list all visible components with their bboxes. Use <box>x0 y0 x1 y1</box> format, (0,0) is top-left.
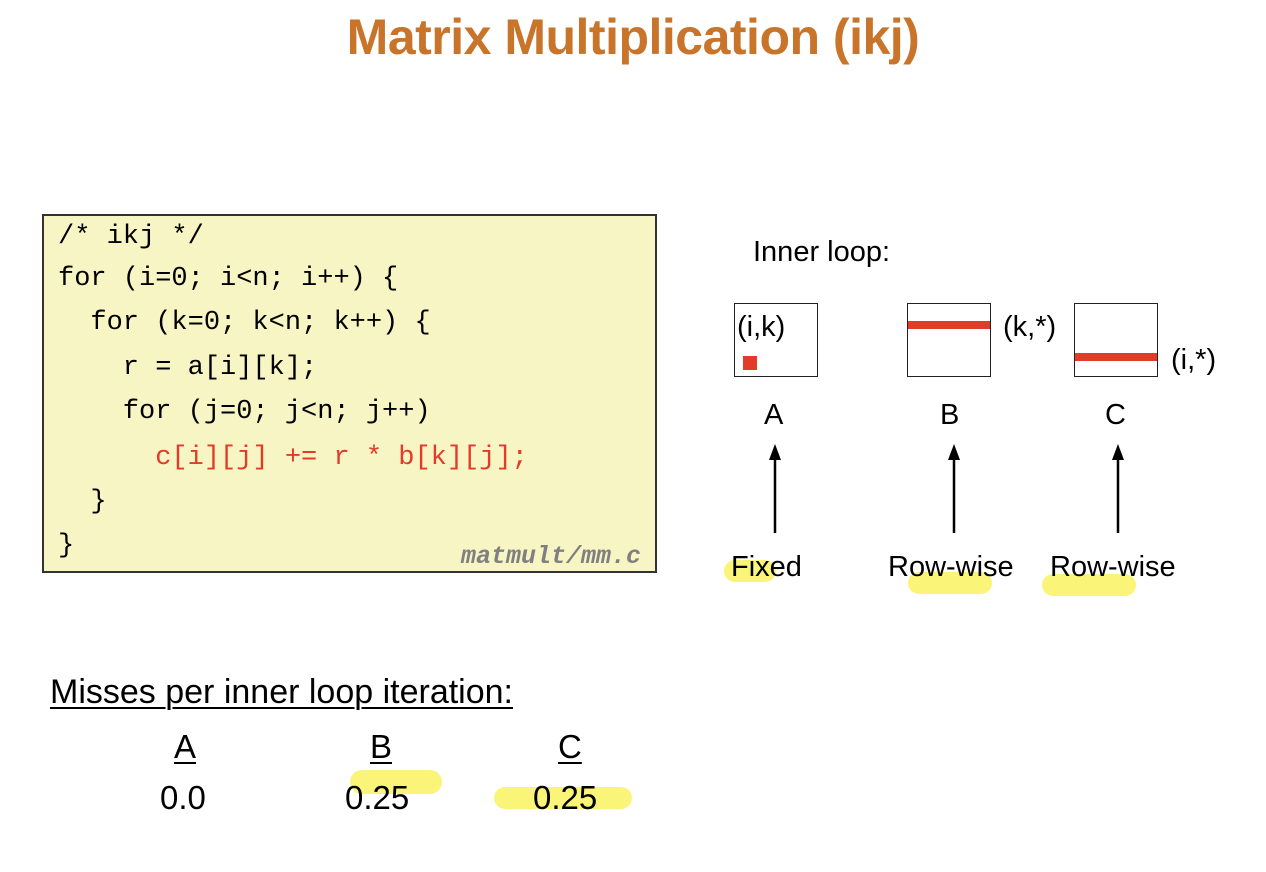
highlight-misses-c <box>494 787 632 809</box>
misses-col-c-value: 0.25 <box>533 779 598 816</box>
code-line-close-middle: } <box>58 487 107 517</box>
matrix-a: (i,k) <box>734 303 818 377</box>
misses-col-c-label: C <box>558 728 582 765</box>
code-filename: matmult/mm.c <box>460 542 641 571</box>
slide-title: Matrix Multiplication (ikj) <box>346 9 920 65</box>
misses-col-a-value: 0.0 <box>160 779 206 816</box>
matrix-b-access: Row-wise <box>888 551 1014 583</box>
arrow-a <box>769 444 781 533</box>
highlight-misses-b <box>350 770 442 794</box>
code-line-close-outer: } <box>58 531 75 561</box>
misses-heading: Misses per inner loop iteration: <box>50 673 514 711</box>
code-line-middle-for: for (k=0; k<n; k++) { <box>58 308 431 338</box>
highlight-row-wise-b <box>908 572 992 594</box>
highlight-fixed <box>724 560 776 582</box>
arrow-c <box>1112 444 1124 533</box>
inner-loop-heading: Inner loop: <box>753 236 891 268</box>
code-line-outer-for: for (i=0; i<n; i++) { <box>58 264 399 294</box>
misses-col-a-label: A <box>174 728 197 765</box>
matrix-a-annotation: (i,k) <box>737 311 786 343</box>
matrix-c <box>1074 303 1158 377</box>
matrix-b-annotation: (k,*) <box>1003 311 1057 343</box>
matrix-c-row <box>1075 353 1157 361</box>
matrix-c-label: C <box>1105 399 1126 431</box>
matrix-b-label: B <box>940 399 960 431</box>
matrix-b <box>907 303 991 377</box>
highlight-row-wise-c <box>1042 574 1136 596</box>
matrix-c-annotation: (i,*) <box>1171 344 1217 376</box>
code-line-inner-body: c[i][j] += r * b[k][j]; <box>58 443 528 473</box>
misses-col-b-value: 0.25 <box>345 779 410 816</box>
code-line-inner-for: for (j=0; j<n; j++) <box>58 397 431 427</box>
misses-col-b-label: B <box>370 728 393 765</box>
matrix-b-row <box>908 321 990 329</box>
code-line-assign-r: r = a[i][k]; <box>58 353 318 383</box>
matrix-a-access: Fixed <box>731 551 802 583</box>
matrix-a-element <box>743 356 757 370</box>
matrix-a-label: A <box>764 399 784 431</box>
matrix-c-access: Row-wise <box>1050 551 1176 583</box>
arrow-b <box>948 444 960 533</box>
code-line-comment: /* ikj */ <box>58 222 204 252</box>
code-block: /* ikj */ for (i=0; i<n; i++) { for (k=0… <box>42 214 657 573</box>
